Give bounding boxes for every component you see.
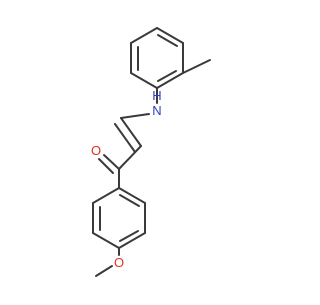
bond — [156, 27, 184, 44]
bond — [118, 187, 146, 204]
atom-label-n: N — [152, 103, 161, 118]
bond — [130, 27, 158, 44]
bond — [130, 72, 158, 89]
bond — [92, 232, 120, 249]
atom-labels: H N O O — [91, 88, 162, 270]
bond-inner — [119, 194, 140, 207]
bond — [118, 232, 146, 249]
bond — [92, 187, 120, 204]
bond-carbonyl-inner — [98, 158, 114, 174]
bond-inner — [119, 230, 139, 242]
bond-inner — [157, 70, 177, 82]
bond-carbonyl — [103, 154, 120, 170]
atom-label-o-carbonyl: O — [91, 143, 101, 158]
atom-label-o-methoxy: O — [114, 255, 124, 270]
bond — [156, 72, 184, 89]
bond-nh-vinyl — [120, 113, 150, 119]
bond-methyl — [182, 59, 211, 74]
bond-vinyl-inner — [114, 123, 136, 153]
bond-ch-co — [118, 145, 142, 170]
bond-inner — [157, 34, 178, 47]
bond-vinyl — [120, 117, 142, 147]
molecule-structure: H N O O — [0, 0, 300, 300]
atom-label-h: H — [152, 88, 161, 103]
structure-canvas: H N O O — [0, 0, 300, 300]
bond-lines — [92, 27, 211, 277]
background — [0, 0, 300, 300]
bond-o-methyl — [95, 265, 113, 277]
